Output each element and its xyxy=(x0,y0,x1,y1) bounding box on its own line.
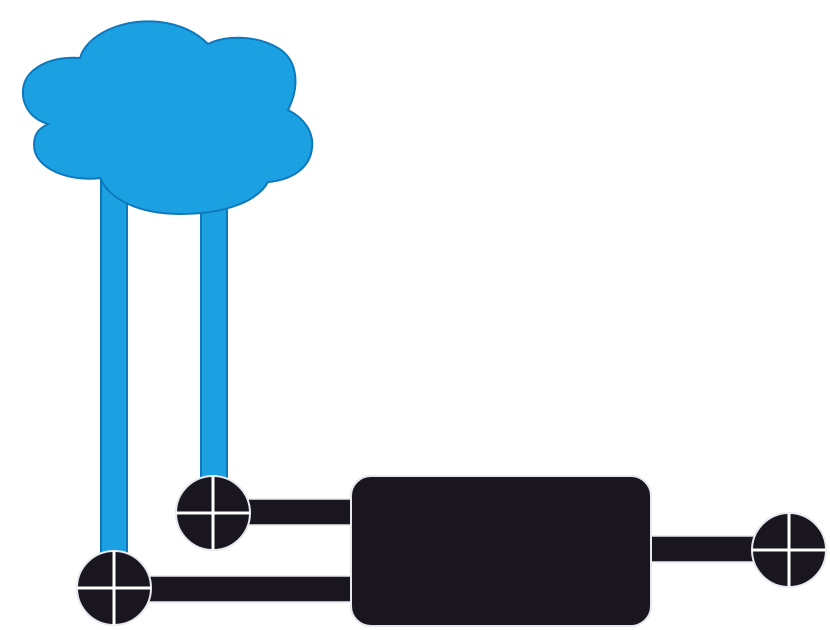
pipe-cloud-to-lower-port xyxy=(100,149,128,571)
crosshair-port-icon xyxy=(76,550,152,626)
bar-device-to-right-port xyxy=(644,535,761,563)
crosshair-port-icon xyxy=(751,512,827,588)
bar-lower-port-to-device xyxy=(145,575,361,603)
device-box xyxy=(350,475,652,627)
bar-upper-port-to-device xyxy=(245,498,361,526)
cloud-icon xyxy=(21,20,314,216)
crosshair-port-icon xyxy=(175,475,251,551)
